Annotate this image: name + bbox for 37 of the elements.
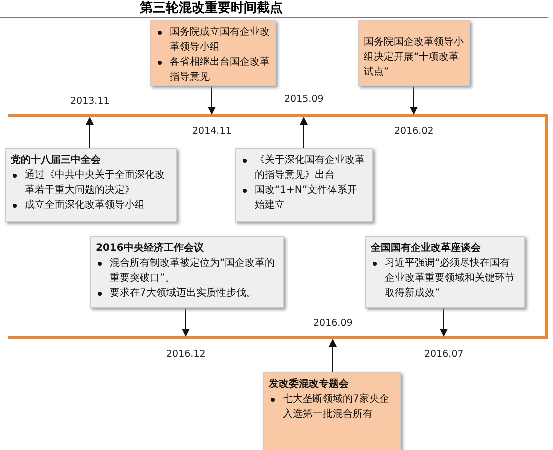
bullet-item: 国务院成立国有企业改革领导小组 xyxy=(156,25,270,55)
date-label: 2013.11 xyxy=(70,96,110,108)
title: 第三轮混改重要时间截点 xyxy=(140,0,283,17)
bullet-item: 《关于深化国有企业改革的指导意见》出台 xyxy=(241,153,367,183)
bullet-item: 各省相继出台国企改革指导意见 xyxy=(156,55,270,85)
bullet-item: 习近平强调“必须尽快在国有企业改革重要领域和关键环节取得新成效” xyxy=(371,256,519,301)
box-heading: 全国国有企业改革座谈会 xyxy=(371,241,482,256)
bullet-item: 国改“1+N”文件体系开始建立 xyxy=(241,183,367,213)
bullet-item: 通过《中共中央关于全面深化改革若干重大问题的决定》 xyxy=(11,168,171,198)
event-box xyxy=(365,236,525,308)
event-box xyxy=(263,372,401,450)
bullet-item: 成立全面深化改革领导小组 xyxy=(11,198,171,213)
date-label: 2015.09 xyxy=(284,94,324,106)
arrow xyxy=(182,308,190,337)
date-label: 2016.12 xyxy=(166,349,206,361)
box-text: 国务院国企改革领导小组决定开展“十项改革试点” xyxy=(364,36,464,80)
event-box xyxy=(358,20,470,86)
date-label: 2014.11 xyxy=(192,126,232,138)
date-label: 2016.07 xyxy=(424,349,464,361)
event-box xyxy=(150,20,276,86)
event-box xyxy=(5,148,177,222)
date-label: 2016.09 xyxy=(314,318,353,330)
event-box xyxy=(90,236,284,308)
arrow xyxy=(86,117,94,148)
arrow xyxy=(300,117,308,148)
arrow xyxy=(329,339,337,372)
box-heading: 发改委混改专题会 xyxy=(269,377,350,392)
arrow xyxy=(208,86,216,115)
date-label: 2016.02 xyxy=(394,126,434,138)
box-heading: 2016中央经济工作会议 xyxy=(96,241,205,256)
arrow xyxy=(410,86,418,115)
arrow xyxy=(440,308,448,337)
event-box xyxy=(235,148,373,222)
box-heading: 党的十八届三中全会 xyxy=(11,154,102,168)
bullet-item: 混合所有制改革被定位为“国企改革的重要突破口”。 xyxy=(96,256,278,286)
bullet-item: 七大垄断领域的7家央企入选第一批混合所有 xyxy=(269,392,395,422)
bullet-item: 要求在7大领域迈出实质性步伐。 xyxy=(96,286,278,301)
